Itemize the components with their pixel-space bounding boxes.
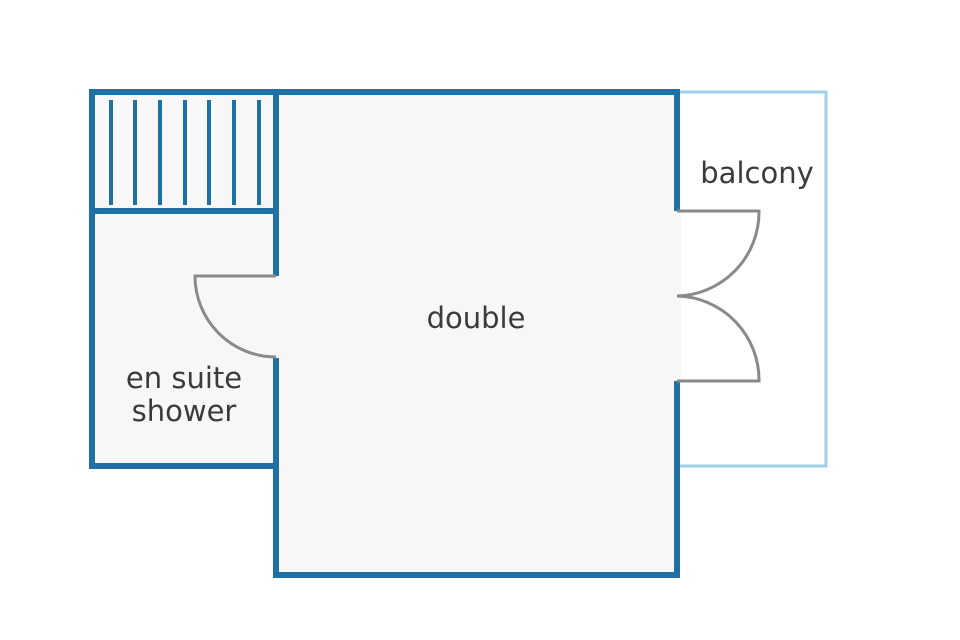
double-floor: [273, 89, 680, 578]
en-suite-room: [89, 89, 276, 469]
double-room: [273, 89, 680, 578]
en-suite-label-line1: en suite: [126, 361, 242, 395]
door-icon: [676, 294, 761, 383]
en-suite-label-line2: shower: [132, 394, 237, 428]
balcony-label: balcony: [700, 156, 813, 190]
balcony-doors[interactable]: [673, 209, 761, 383]
en-suite-door-opening: [272, 276, 280, 358]
en-suite-walls: [89, 89, 276, 469]
shower-icon: [109, 100, 261, 205]
double-room-label: double: [427, 301, 526, 335]
balcony-outline: [677, 90, 828, 468]
balcony-area: [677, 90, 828, 468]
door-icon: [193, 274, 277, 359]
en-suite-door[interactable]: [193, 274, 280, 359]
door-icon: [676, 209, 761, 298]
